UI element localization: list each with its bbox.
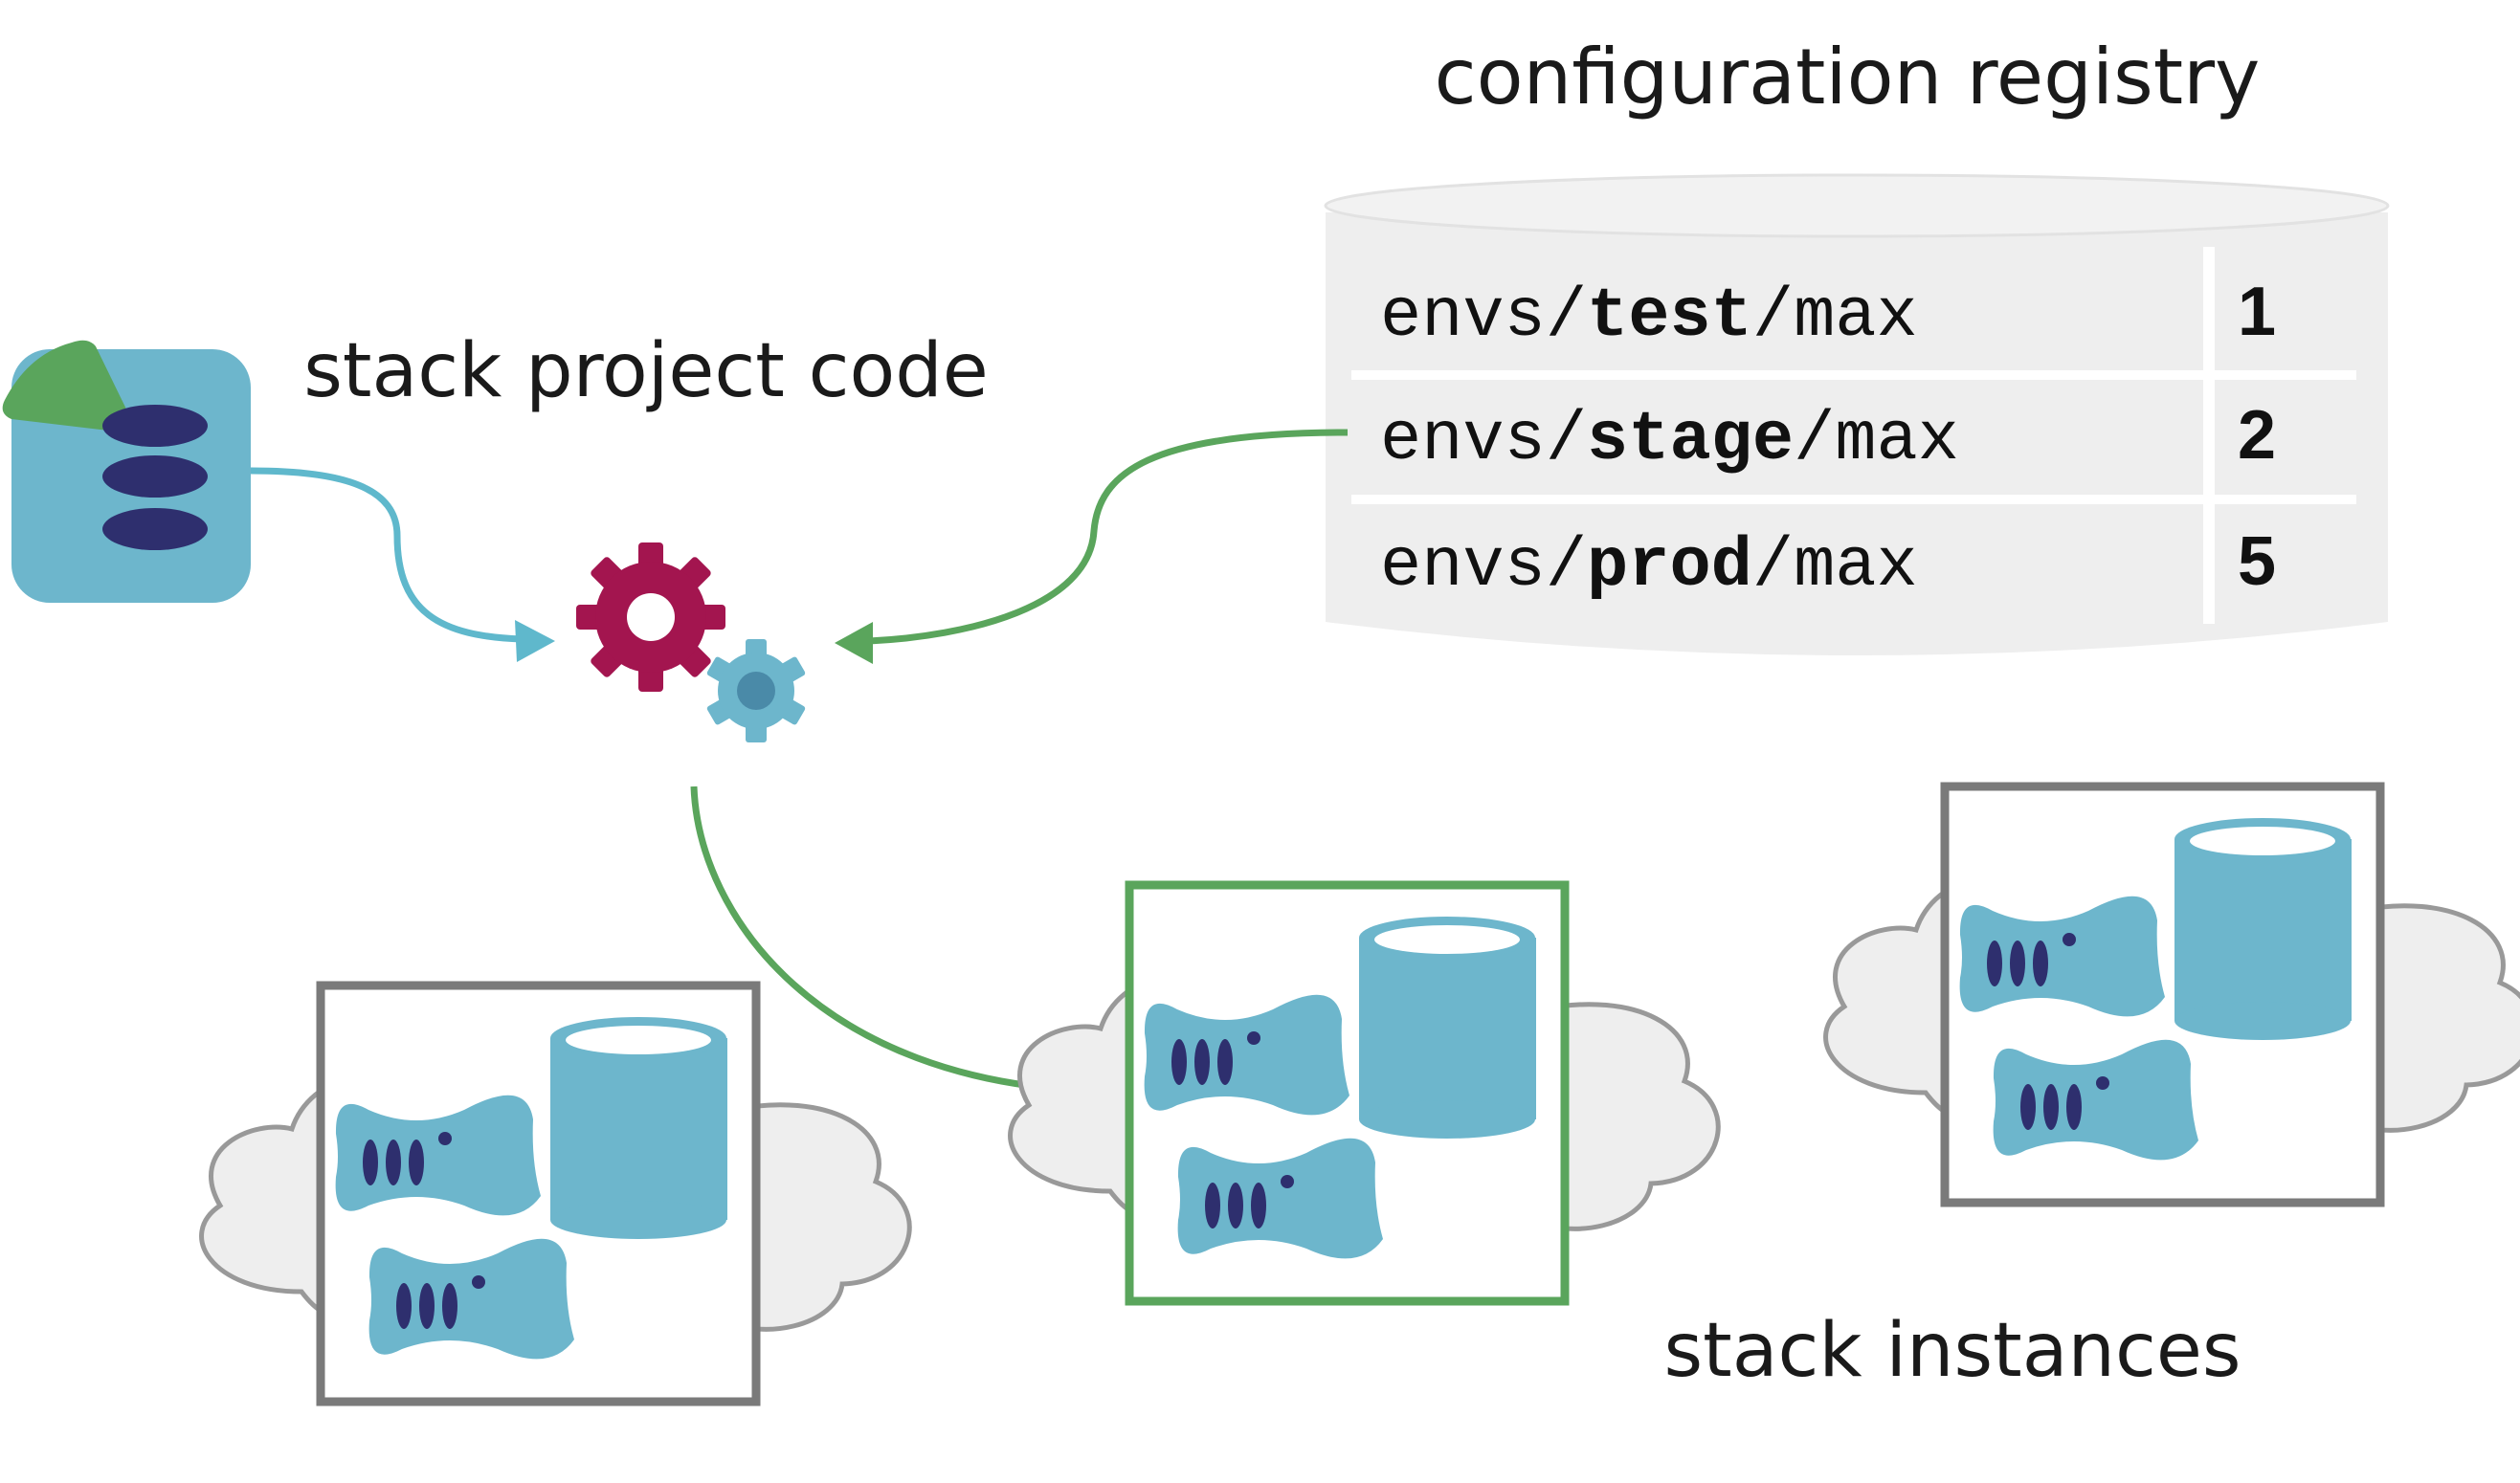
server-icon <box>335 1095 541 1216</box>
registry-cylinder-body <box>1326 212 2388 655</box>
database-icon <box>1359 917 1536 1139</box>
database-icon <box>2174 818 2352 1040</box>
key-suffix: /max <box>1794 401 1959 479</box>
key-suffix: /max <box>1752 277 1918 356</box>
server-icon <box>1993 1039 2198 1161</box>
connectors <box>250 429 1349 1113</box>
code-title: stack project code <box>303 328 988 414</box>
registry-to-gears-arrowhead <box>835 622 873 664</box>
registry-cylinder-top <box>1324 173 2390 238</box>
registry-to-gears-arrow <box>868 429 1349 645</box>
server-icon <box>368 1238 574 1360</box>
registry-title: configuration registry <box>1435 33 2261 122</box>
key-suffix: /max <box>1752 527 1918 606</box>
key-env: stage <box>1587 401 1794 479</box>
key-env: prod <box>1587 527 1752 606</box>
small-gear-icon <box>706 639 806 742</box>
registry-row-key: envs/prod/max <box>1380 527 1918 606</box>
registry-row-value: 2 <box>2238 397 2276 474</box>
stack-code-icon <box>2 340 251 603</box>
code-stack-layer <box>102 455 208 498</box>
registry-row-key: envs/stage/max <box>1380 401 1959 479</box>
key-prefix: envs/ <box>1380 527 1587 606</box>
code-stack-layer <box>102 508 208 550</box>
stack-instance-1 <box>199 981 912 1406</box>
server-icon <box>1959 896 2165 1017</box>
stack-instance-2 <box>1008 880 1721 1306</box>
code-file-corner <box>2 340 133 432</box>
gears-to-instance-arrow <box>690 786 1092 1095</box>
configuration-registry: envs/test/max 1 envs/stage/max 2 envs/pr… <box>1324 173 2390 655</box>
registry-row-value: 1 <box>2238 274 2276 350</box>
key-prefix: envs/ <box>1380 277 1587 356</box>
gears-icon <box>576 542 806 742</box>
database-icon <box>550 1017 727 1239</box>
code-to-gears-arrowhead <box>515 620 555 662</box>
key-env: test <box>1587 277 1752 356</box>
registry-row-key: envs/test/max <box>1380 277 1918 356</box>
server-icon <box>1177 1138 1383 1259</box>
stack-instance-3 <box>1823 782 2520 1207</box>
code-to-gears-arrow <box>250 467 523 643</box>
server-icon <box>1144 994 1349 1116</box>
registry-row-value: 5 <box>2238 523 2276 600</box>
code-stack-layer <box>102 405 208 447</box>
large-gear-icon <box>576 542 725 692</box>
key-prefix: envs/ <box>1380 401 1587 479</box>
instances-title: stack instances <box>1664 1308 2241 1394</box>
